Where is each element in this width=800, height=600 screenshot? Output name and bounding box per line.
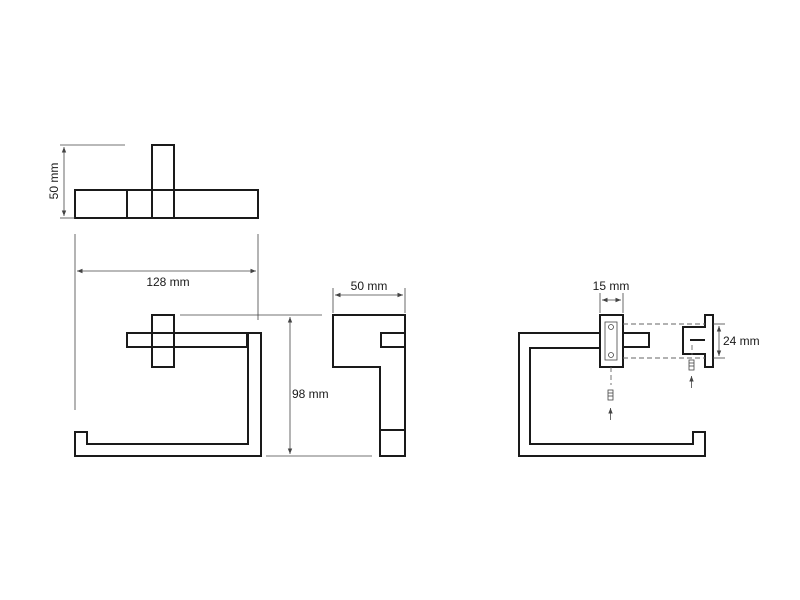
mounting-view [518, 314, 714, 457]
bracket-width-dimension: 15 mm [593, 279, 630, 313]
front-width-dimension: 128 mm [74, 234, 259, 410]
front-width-label: 128 mm [146, 275, 189, 289]
side-view [332, 314, 406, 457]
front-view [74, 314, 262, 457]
top-view-depth-label: 50 mm [47, 163, 61, 200]
top-view-depth-dimension: 50 mm [47, 144, 125, 219]
side-depth-dimension: 50 mm [332, 279, 406, 313]
top-view [74, 144, 259, 219]
side-depth-label: 50 mm [351, 279, 388, 293]
front-height-label: 98 mm [292, 387, 329, 401]
bracket-height-label: 24 mm [723, 334, 760, 348]
bracket-width-label: 15 mm [593, 279, 630, 293]
front-height-dimension: 98 mm [180, 314, 372, 457]
bracket-height-dimension: 24 mm [713, 323, 760, 359]
